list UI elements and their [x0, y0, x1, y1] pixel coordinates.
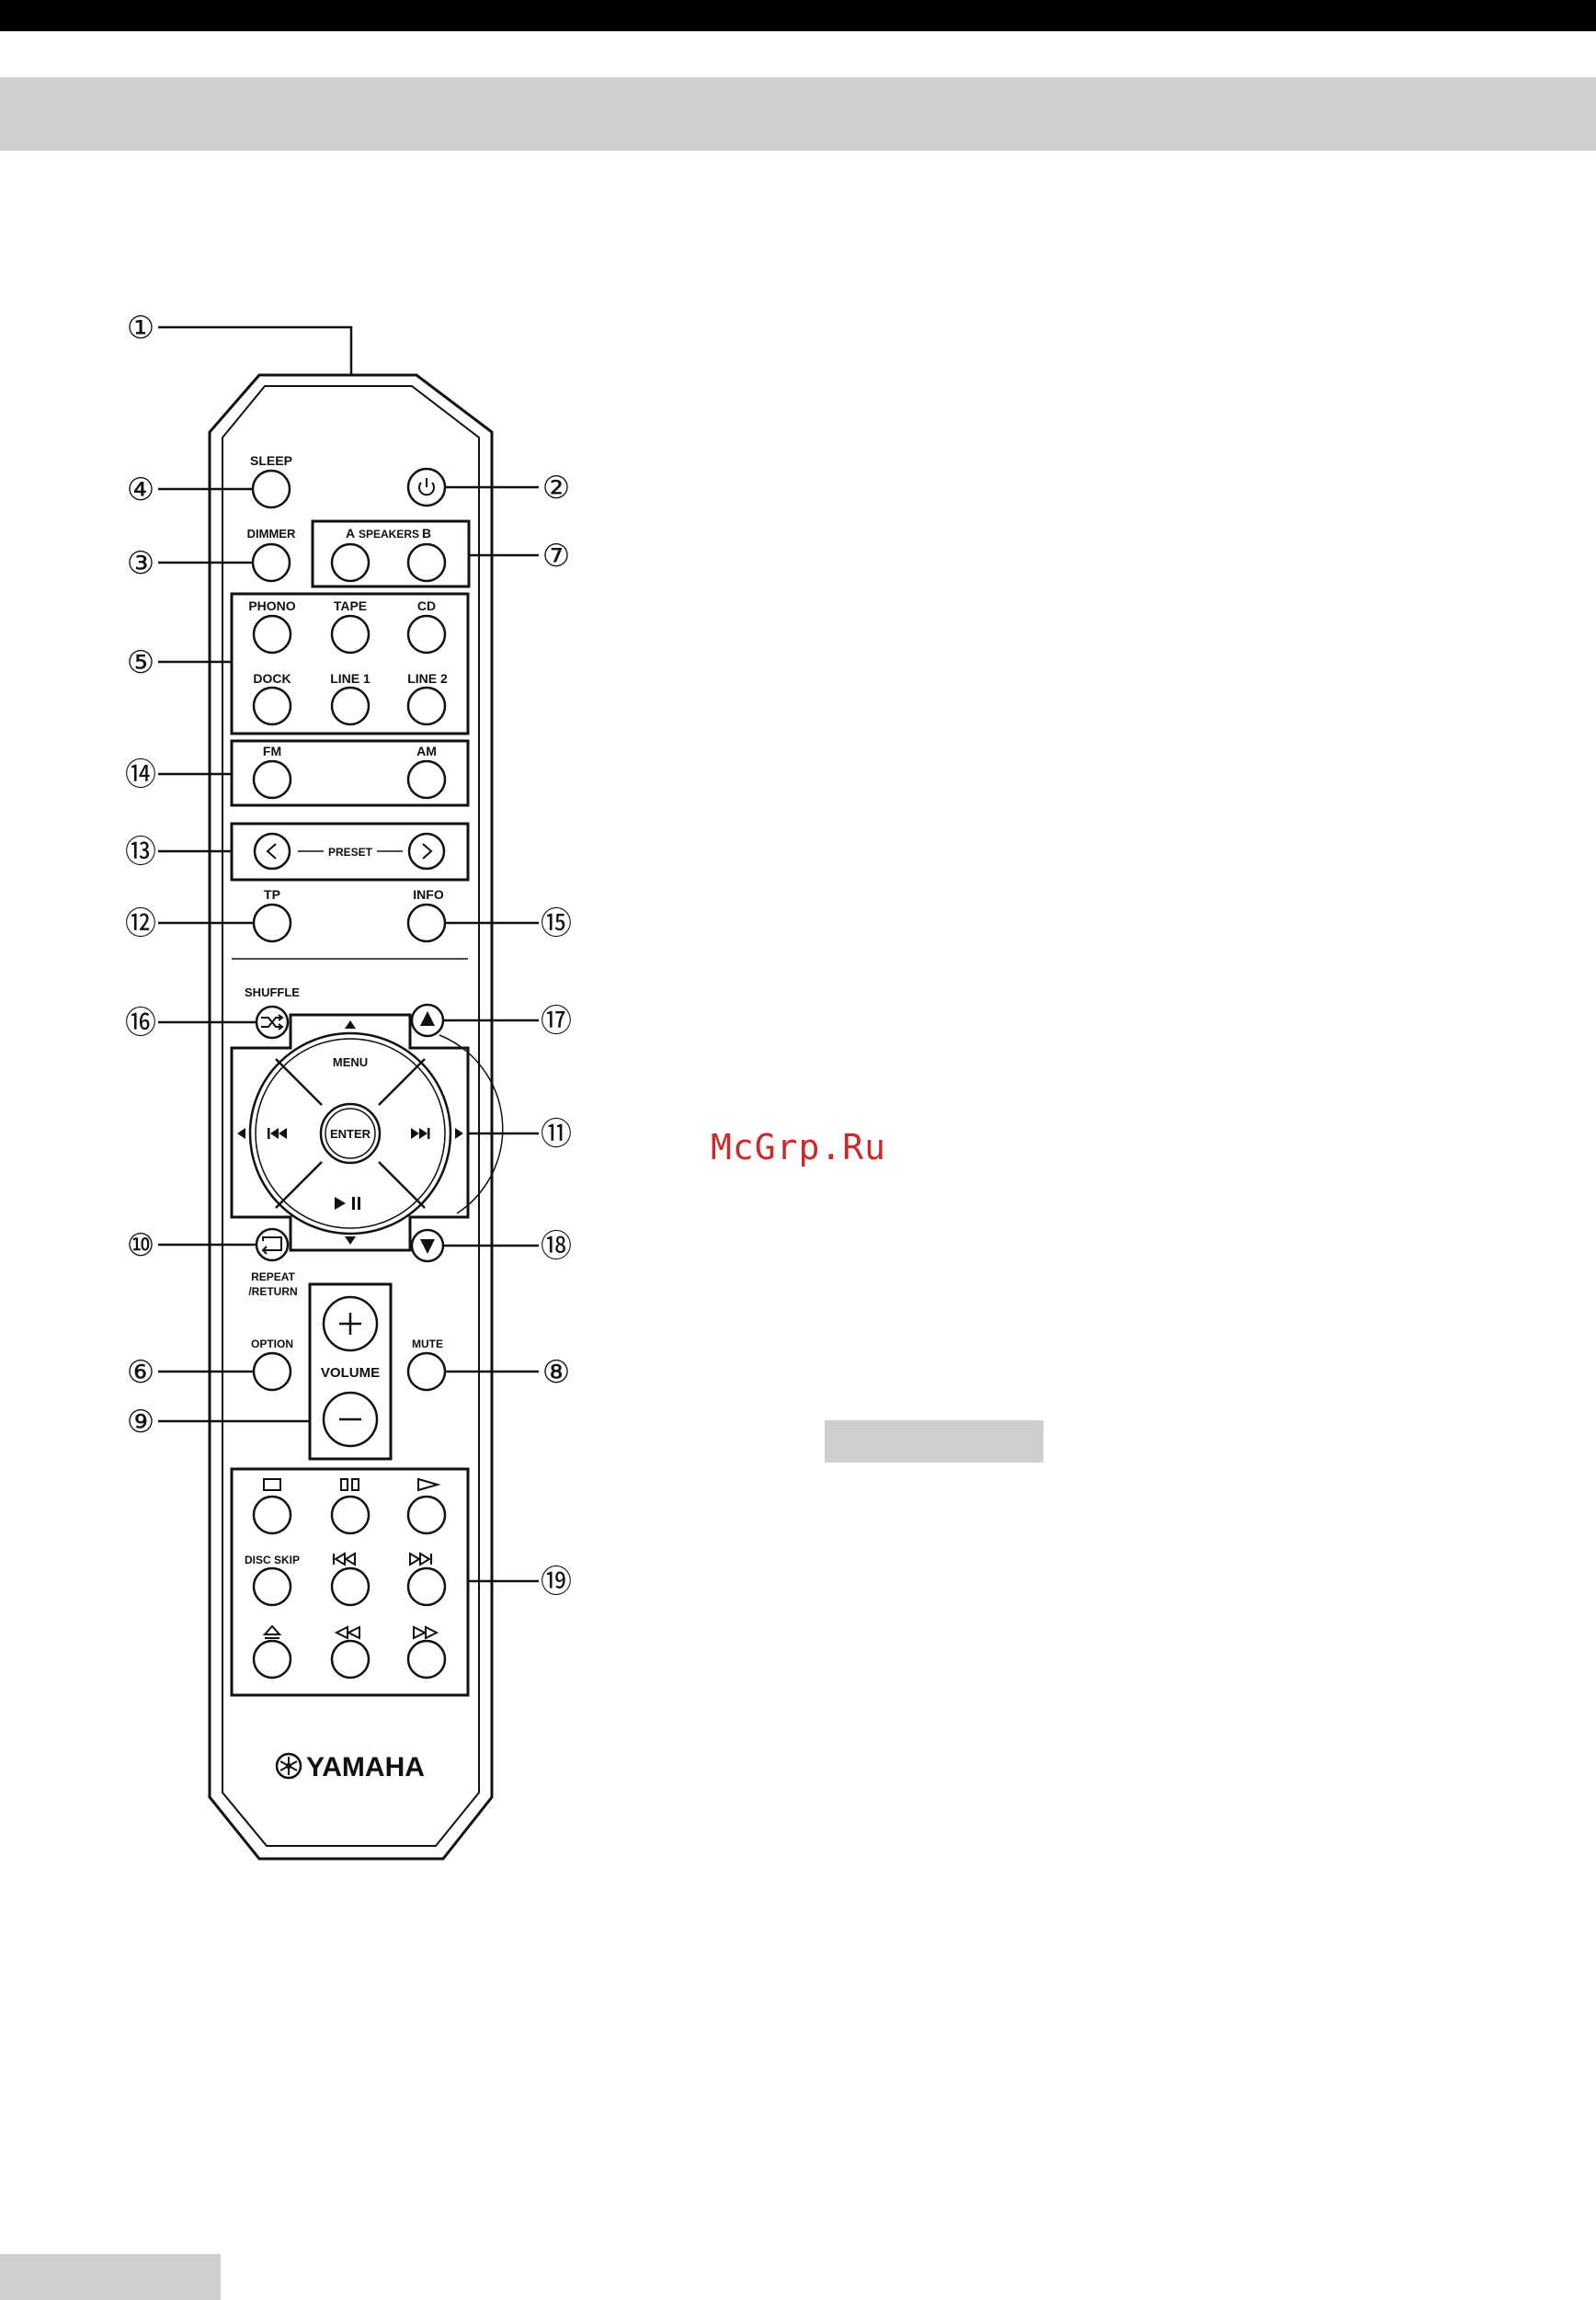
line2-label: LINE 2	[407, 671, 448, 686]
sleep-label: SLEEP	[250, 453, 292, 468]
eject-icon	[265, 1626, 279, 1638]
callout-7: ⑦	[542, 538, 570, 575]
speakers-b-button[interactable]	[408, 544, 445, 581]
callout-3: ③	[127, 545, 154, 582]
volume-label: VOLUME	[321, 1365, 380, 1381]
menu-label[interactable]: MENU	[333, 1055, 368, 1069]
callout-19: ⑲	[541, 1564, 572, 1600]
rewind-icon	[336, 1627, 359, 1638]
skip-forward-icon	[410, 1554, 431, 1565]
repeat-button[interactable]	[256, 1229, 288, 1260]
menu-down-arrow-icon	[345, 1236, 356, 1245]
menu-up-arrow-icon	[345, 1020, 356, 1029]
disc-skip-button[interactable]	[254, 1568, 291, 1605]
dock-label: DOCK	[253, 671, 291, 686]
callout-1: ①	[127, 310, 154, 347]
speakers-b-label: B	[422, 526, 431, 541]
fm-label: FM	[263, 744, 281, 758]
pause-button[interactable]	[332, 1497, 369, 1533]
callout-13: ⑬	[125, 834, 156, 871]
preset-next-button[interactable]	[409, 834, 444, 869]
callout-17: ⑰	[541, 1003, 572, 1040]
speakers-a-button[interactable]	[332, 544, 369, 581]
tape-button[interactable]	[332, 616, 369, 653]
stop-icon	[264, 1479, 280, 1490]
play-icon	[418, 1479, 438, 1490]
am-label: AM	[416, 744, 437, 758]
play-button[interactable]	[408, 1497, 445, 1533]
tape-label: TAPE	[334, 598, 367, 613]
callout-18: ⑱	[541, 1228, 572, 1265]
enter-label: ENTER	[330, 1127, 371, 1141]
tp-label: TP	[264, 887, 280, 902]
right-callouts: ② ⑦ ⑮ ⑰ ⑪ ⑱ ⑧ ⑲	[541, 470, 572, 1600]
disc-skip-label: DISC SKIP	[245, 1554, 300, 1566]
line1-label: LINE 1	[330, 671, 370, 686]
callout-4: ④	[127, 472, 154, 508]
mute-label: MUTE	[412, 1338, 443, 1350]
tp-button[interactable]	[254, 905, 291, 941]
callout-2: ②	[542, 470, 570, 507]
phono-label: PHONO	[248, 598, 295, 613]
skip-forward-button[interactable]	[408, 1568, 445, 1605]
line2-button[interactable]	[408, 688, 445, 724]
phono-button[interactable]	[254, 616, 291, 653]
callout-14: ⑭	[125, 757, 156, 793]
callout-10: ⑩	[127, 1227, 154, 1264]
callout-12: ⑫	[125, 905, 156, 942]
am-button[interactable]	[408, 761, 445, 798]
callout-11: ⑪	[541, 1116, 572, 1153]
yamaha-logo: YAMAHA	[277, 1752, 425, 1782]
callout-6: ⑥	[127, 1354, 154, 1391]
left-callouts: ① ④ ③ ⑤ ⑭ ⑬ ⑫ ⑯ ⑩ ⑥ ⑨	[125, 310, 156, 1440]
cd-button[interactable]	[408, 616, 445, 653]
callout-9: ⑨	[127, 1404, 154, 1440]
dock-button[interactable]	[254, 688, 291, 724]
fast-forward-icon	[414, 1627, 437, 1638]
fast-forward-button[interactable]	[408, 1641, 445, 1678]
menu-left-arrow-icon	[237, 1128, 245, 1139]
skip-back-button[interactable]	[332, 1568, 369, 1605]
repeat-label: REPEAT	[251, 1270, 295, 1283]
option-button[interactable]	[254, 1353, 291, 1390]
eject-button[interactable]	[254, 1641, 291, 1678]
return-label: /RETURN	[248, 1285, 297, 1298]
line1-button[interactable]	[332, 688, 369, 724]
callout-1-leader	[158, 327, 351, 375]
yamaha-brand: YAMAHA	[306, 1752, 425, 1782]
skip-back-icon	[334, 1554, 355, 1565]
pause-icon	[341, 1479, 359, 1490]
stop-button[interactable]	[254, 1497, 291, 1533]
callout-15: ⑮	[541, 905, 572, 942]
menu-right-arrow-icon	[455, 1128, 463, 1139]
info-button[interactable]	[408, 905, 445, 941]
speakers-label: SPEAKERS	[359, 528, 419, 541]
dimmer-button[interactable]	[253, 544, 290, 581]
rewind-button[interactable]	[332, 1641, 369, 1678]
sleep-button[interactable]	[253, 471, 290, 507]
preset-prev-button[interactable]	[255, 834, 290, 869]
callout-16: ⑯	[125, 1005, 156, 1042]
callout-5: ⑤	[127, 644, 154, 681]
preset-label: PRESET	[328, 846, 373, 859]
mute-button[interactable]	[408, 1353, 445, 1390]
shuffle-label: SHUFFLE	[245, 985, 300, 999]
dimmer-label: DIMMER	[247, 527, 296, 541]
info-label: INFO	[413, 887, 444, 902]
callout-8: ⑧	[542, 1354, 570, 1391]
option-label: OPTION	[251, 1338, 293, 1350]
speakers-a-label: A	[346, 526, 355, 541]
fm-button[interactable]	[254, 761, 291, 798]
cd-label: CD	[417, 598, 436, 613]
